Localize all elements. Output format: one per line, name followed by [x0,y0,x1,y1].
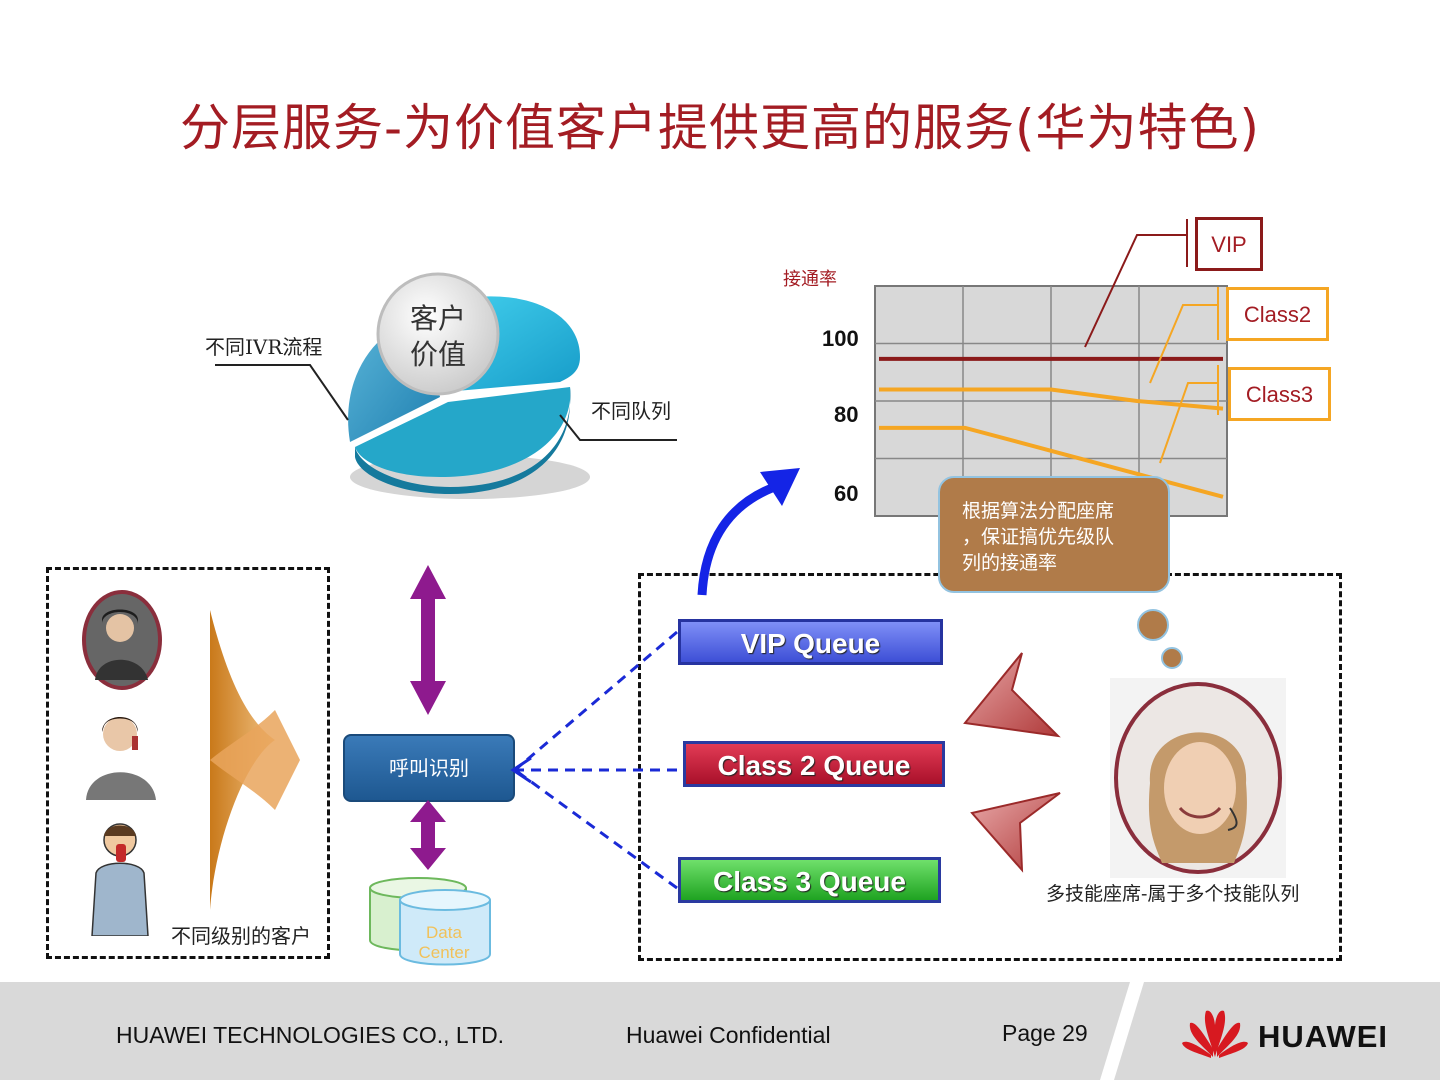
callout-line-3: 列的接通率 [962,552,1058,574]
callout-line-1: 根据算法分配座席 [962,500,1115,522]
customers-label: 不同级别的客户 [171,924,311,948]
agent-assign-arrows [963,652,1061,873]
huawei-brand: HUAWEI [1258,1019,1388,1054]
blue-curved-arrow [697,468,800,596]
data-center-label-1: Data [426,923,462,942]
thought-bubbles [1137,609,1183,669]
footer-confidential: Huawei Confidential [626,1022,831,1048]
queue-label: 不同队列 [591,399,671,423]
pie-center-label-2: 价值 [410,338,466,371]
queue-connectors [510,630,678,890]
ytick-80: 80 [834,402,859,427]
purple-double-arrow-top [410,565,446,715]
class2-queue: Class 2 Queue [683,741,945,787]
customer-avatar-2 [86,717,156,800]
ivr-label: 不同IVR流程 [205,335,323,359]
customer-avatar-3 [91,823,149,936]
ytick-100: 100 [822,326,859,351]
footer-divider [1100,982,1144,1080]
merge-arrow-graphic [210,610,300,910]
data-center-label-2: Center [418,943,469,962]
callout-line-2: ，保证搞优先级队 [962,526,1115,548]
queue-leader-line [559,414,677,441]
series-line-class2 [879,387,1224,411]
legend-vip: VIP [1195,217,1263,271]
customer-value-pie: 客户 价值 [348,272,590,499]
data-center-icon: Data Center [369,877,491,966]
chart-ylabel: 接通率 [783,269,837,290]
legend-class2: Class2 [1226,287,1329,341]
agent-avatar [1110,678,1286,878]
class3-queue: Class 3 Queue [678,857,941,903]
vip-queue: VIP Queue [678,619,943,665]
call-recognition-box: 呼叫识别 [343,734,515,802]
huawei-logo-icon [1182,1010,1248,1058]
page-title: 分层服务-为价值客户提供更高的服务(华为特色) [179,99,1261,157]
legend-pointer-lines [1084,219,1219,464]
customer-avatar-1 [82,590,162,690]
legend-class3: Class3 [1228,367,1331,421]
customers-box [46,567,330,959]
agent-label: 多技能座席-属于多个技能队列 [1046,883,1300,905]
footer-page-number: Page 29 [1002,1020,1088,1046]
footer-company: HUAWEI TECHNOLOGIES CO., LTD. [116,1022,505,1048]
allocation-callout: 根据算法分配座席 ，保证搞优先级队 列的接通率 [938,476,1170,593]
purple-double-arrow-bottom [410,800,446,870]
ytick-60: 60 [834,481,859,506]
ivr-leader-line [215,364,349,421]
pie-center-label-1: 客户 [410,302,466,335]
